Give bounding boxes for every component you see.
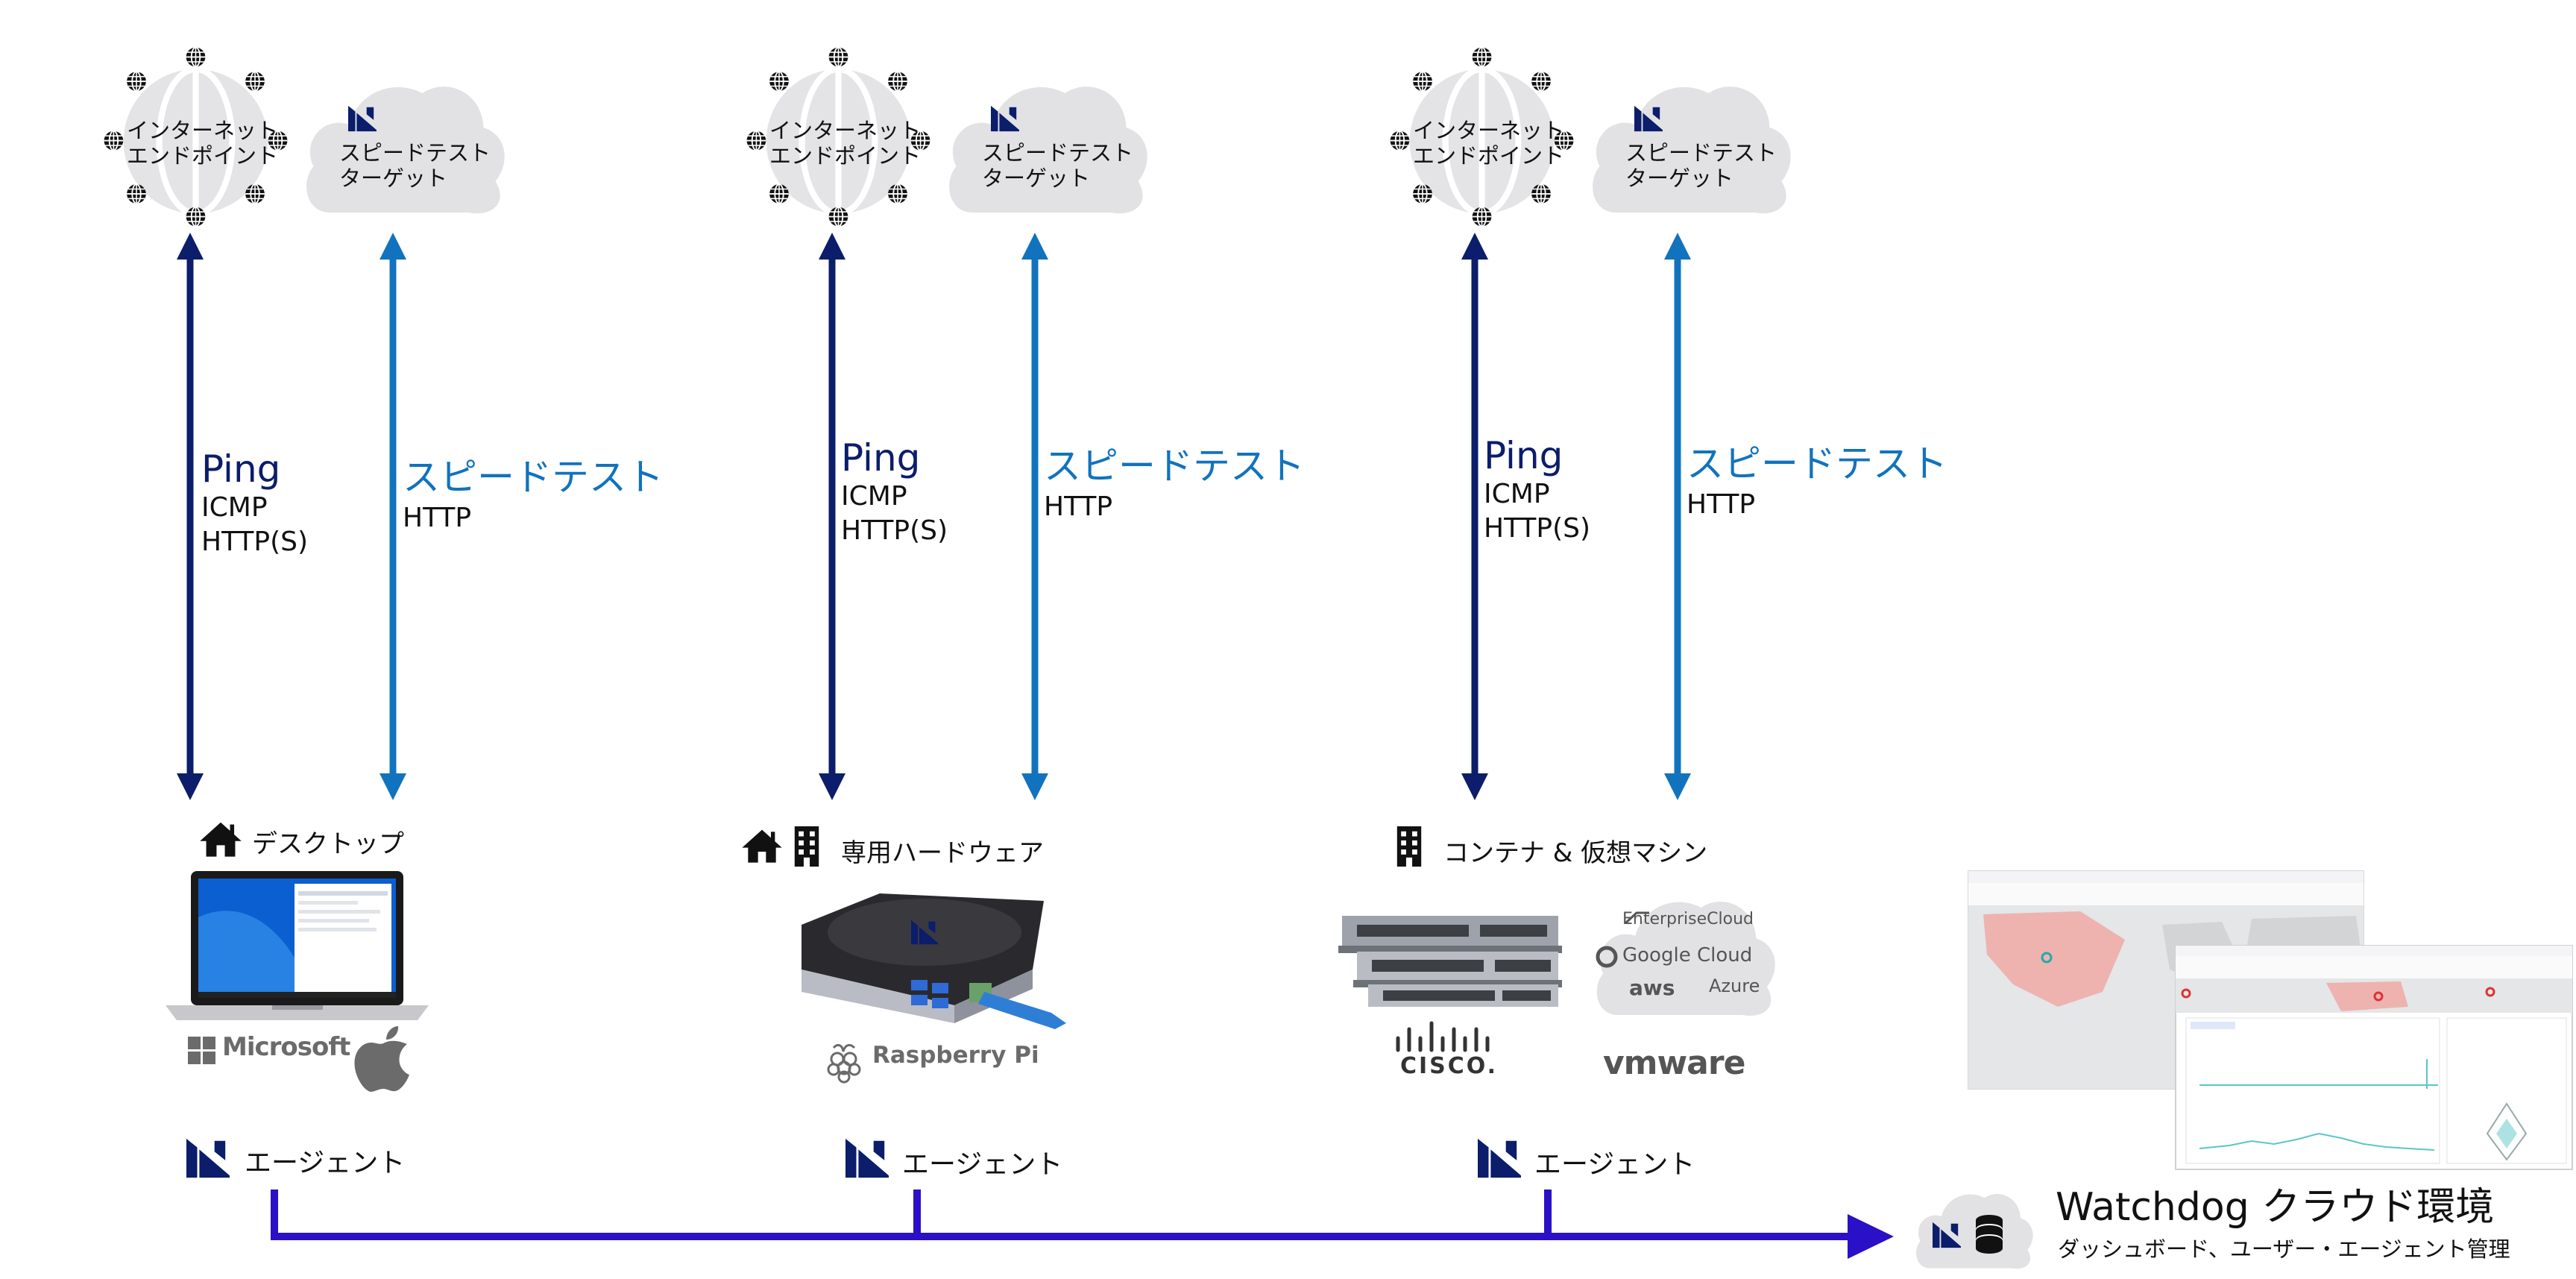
raspberry-pi-label: Raspberry Pi xyxy=(872,1042,1039,1069)
endpoint-label-3: インターネット エンドポイント xyxy=(1413,118,1565,169)
speedtest-target-line: スピードテスト xyxy=(982,140,1134,166)
cisco-logo xyxy=(1396,1021,1490,1052)
protocol: HTTP(S) xyxy=(1484,513,1591,544)
speedtest-target-label-2: スピードテスト ターゲット xyxy=(982,140,1133,191)
speedtest-title: スピードテスト xyxy=(403,456,664,499)
agent-logo-1 xyxy=(186,1138,230,1178)
azure-label: Azure xyxy=(1709,975,1760,996)
speedtest-title: スピードテスト xyxy=(1687,442,1947,485)
speedtest-title: スピードテスト xyxy=(1044,444,1305,488)
speedtest-target-label-1: スピードテスト ターゲット xyxy=(339,140,491,191)
protocol: ICMP xyxy=(201,492,268,523)
vmware-label: vmware xyxy=(1603,1044,1745,1082)
speedtest-target-line: ターゲット xyxy=(1625,166,1734,191)
device-title-3: コンテナ & 仮想マシン xyxy=(1443,838,1708,868)
endpoint-label-line: エンドポイント xyxy=(769,143,922,169)
laptop-image xyxy=(166,871,429,1020)
protocol: HTTP xyxy=(1044,491,1113,522)
ping-label-3: Ping ICMP HTTP(S) xyxy=(1484,434,1590,546)
cloud-environment-subtitle: ダッシュボード、ユーザー・エージェント管理 xyxy=(2058,1236,2510,1262)
protocol: HTTP(S) xyxy=(841,515,948,546)
ping-title: Ping xyxy=(1484,434,1563,477)
ping-title: Ping xyxy=(841,436,921,480)
agent-bus-line xyxy=(271,1190,1894,1259)
microsoft-logo xyxy=(188,1037,215,1064)
endpoint-label-line: エンドポイント xyxy=(1413,143,1565,169)
device-title-1: デスクトップ xyxy=(252,829,404,859)
cisco-switch-image xyxy=(1338,916,1562,1007)
dashboard-screenshot-front xyxy=(2175,945,2573,1170)
endpoint-label-line: エンドポイント xyxy=(127,143,279,169)
cisco-label: CISCO. xyxy=(1400,1053,1499,1079)
endpoint-label-line: インターネット xyxy=(1413,118,1565,143)
ping-label-1: Ping ICMP HTTP(S) xyxy=(201,447,308,559)
device-title-2: 専用ハードウェア xyxy=(841,838,1044,868)
protocol: HTTP xyxy=(403,503,472,533)
microsoft-label: Microsoft xyxy=(222,1032,350,1062)
building-icon xyxy=(1396,826,1422,867)
ping-title: Ping xyxy=(201,447,281,491)
speedtest-target-label-3: スピードテスト ターゲット xyxy=(1625,140,1777,191)
agent-label-2: エージェント xyxy=(902,1149,1063,1180)
protocol: HTTP xyxy=(1687,489,1756,520)
endpoint-label-line: インターネット xyxy=(127,118,279,143)
speedtest-target-line: スピードテスト xyxy=(339,140,491,166)
speedtest-target-line: ターゲット xyxy=(339,166,448,191)
google-cloud-label: Google Cloud xyxy=(1622,944,1753,967)
endpoint-label-line: インターネット xyxy=(769,118,922,143)
protocol: ICMP xyxy=(841,481,907,512)
endpoint-label-2: インターネット エンドポイント xyxy=(769,118,922,169)
building-icon xyxy=(794,826,819,867)
agent-label-3: エージェント xyxy=(1534,1149,1695,1180)
watchdog-cloud-icon xyxy=(1916,1193,2033,1269)
protocol: HTTP(S) xyxy=(201,527,309,557)
agent-label-1: エージェント xyxy=(245,1148,406,1178)
home-icon xyxy=(742,829,782,863)
ping-label-2: Ping ICMP HTTP(S) xyxy=(841,436,948,548)
agent-logo-2 xyxy=(845,1138,889,1178)
hardware-box-image xyxy=(802,893,1066,1029)
cloud-environment-title: Watchdog クラウド環境 xyxy=(2056,1185,2495,1230)
speedtest-target-line: スピードテスト xyxy=(1625,140,1777,166)
endpoint-label-1: インターネット エンドポイント xyxy=(127,118,279,169)
home-icon xyxy=(200,822,242,857)
speedtest-label-3: スピードテスト HTTP xyxy=(1687,434,1947,522)
protocol: ICMP xyxy=(1484,479,1550,509)
speedtest-label-2: スピードテスト HTTP xyxy=(1044,436,1305,524)
enterprise-cloud-label: EnterpriseCloud xyxy=(1622,910,1754,928)
aws-label: aws xyxy=(1629,975,1675,1000)
agent-logo-3 xyxy=(1478,1138,1521,1178)
apple-logo xyxy=(354,1026,409,1092)
raspberry-pi-logo xyxy=(827,1043,861,1084)
speedtest-target-line: ターゲット xyxy=(982,166,1091,191)
cloud-providers-cloud xyxy=(1596,901,1775,1016)
speedtest-label-1: スピードテスト HTTP xyxy=(403,447,664,535)
